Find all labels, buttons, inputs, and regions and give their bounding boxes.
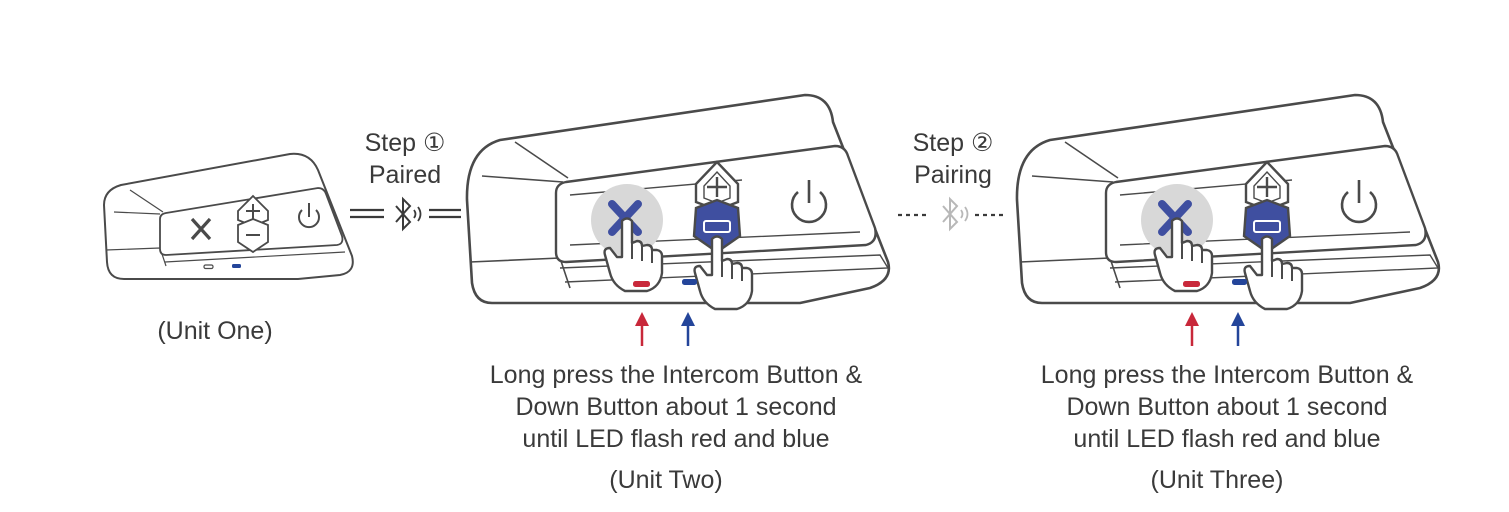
unit-two-instruction-line-2: Down Button about 1 second [515, 393, 837, 421]
pairing-connection [898, 196, 1007, 232]
red-led [633, 281, 650, 287]
blue-led [1232, 279, 1247, 285]
unit-three-instruction-line-1: Long press the Intercom Button & [1040, 361, 1414, 389]
step1-status: Paired [368, 161, 442, 189]
step2-title: Step ② [912, 129, 994, 157]
unit-three-device [1015, 93, 1441, 311]
unit-two-label: (Unit Two) [609, 466, 723, 494]
unit-three-label: (Unit Three) [1150, 466, 1284, 494]
step1-title: Step ① [364, 129, 446, 157]
red-led [1183, 281, 1200, 287]
unit-two-arrows [635, 312, 695, 346]
paired-connection [350, 196, 461, 232]
blue-led [682, 279, 697, 285]
unit-three-arrows [1185, 312, 1245, 346]
unit-three-instruction-line-3: until LED flash red and blue [1073, 425, 1381, 453]
bluetooth-icon [395, 196, 422, 232]
bluetooth-icon [942, 196, 969, 232]
unit-two-instruction-line-3: until LED flash red and blue [522, 425, 830, 453]
unit-three-instruction-line-2: Down Button about 1 second [1066, 393, 1388, 421]
unit-one-device [103, 152, 354, 280]
unit-one-label: (Unit One) [157, 317, 273, 345]
unit-two-device [465, 93, 891, 311]
step2-status: Pairing [914, 161, 992, 189]
unit-two-instruction-line-1: Long press the Intercom Button & [489, 361, 863, 389]
